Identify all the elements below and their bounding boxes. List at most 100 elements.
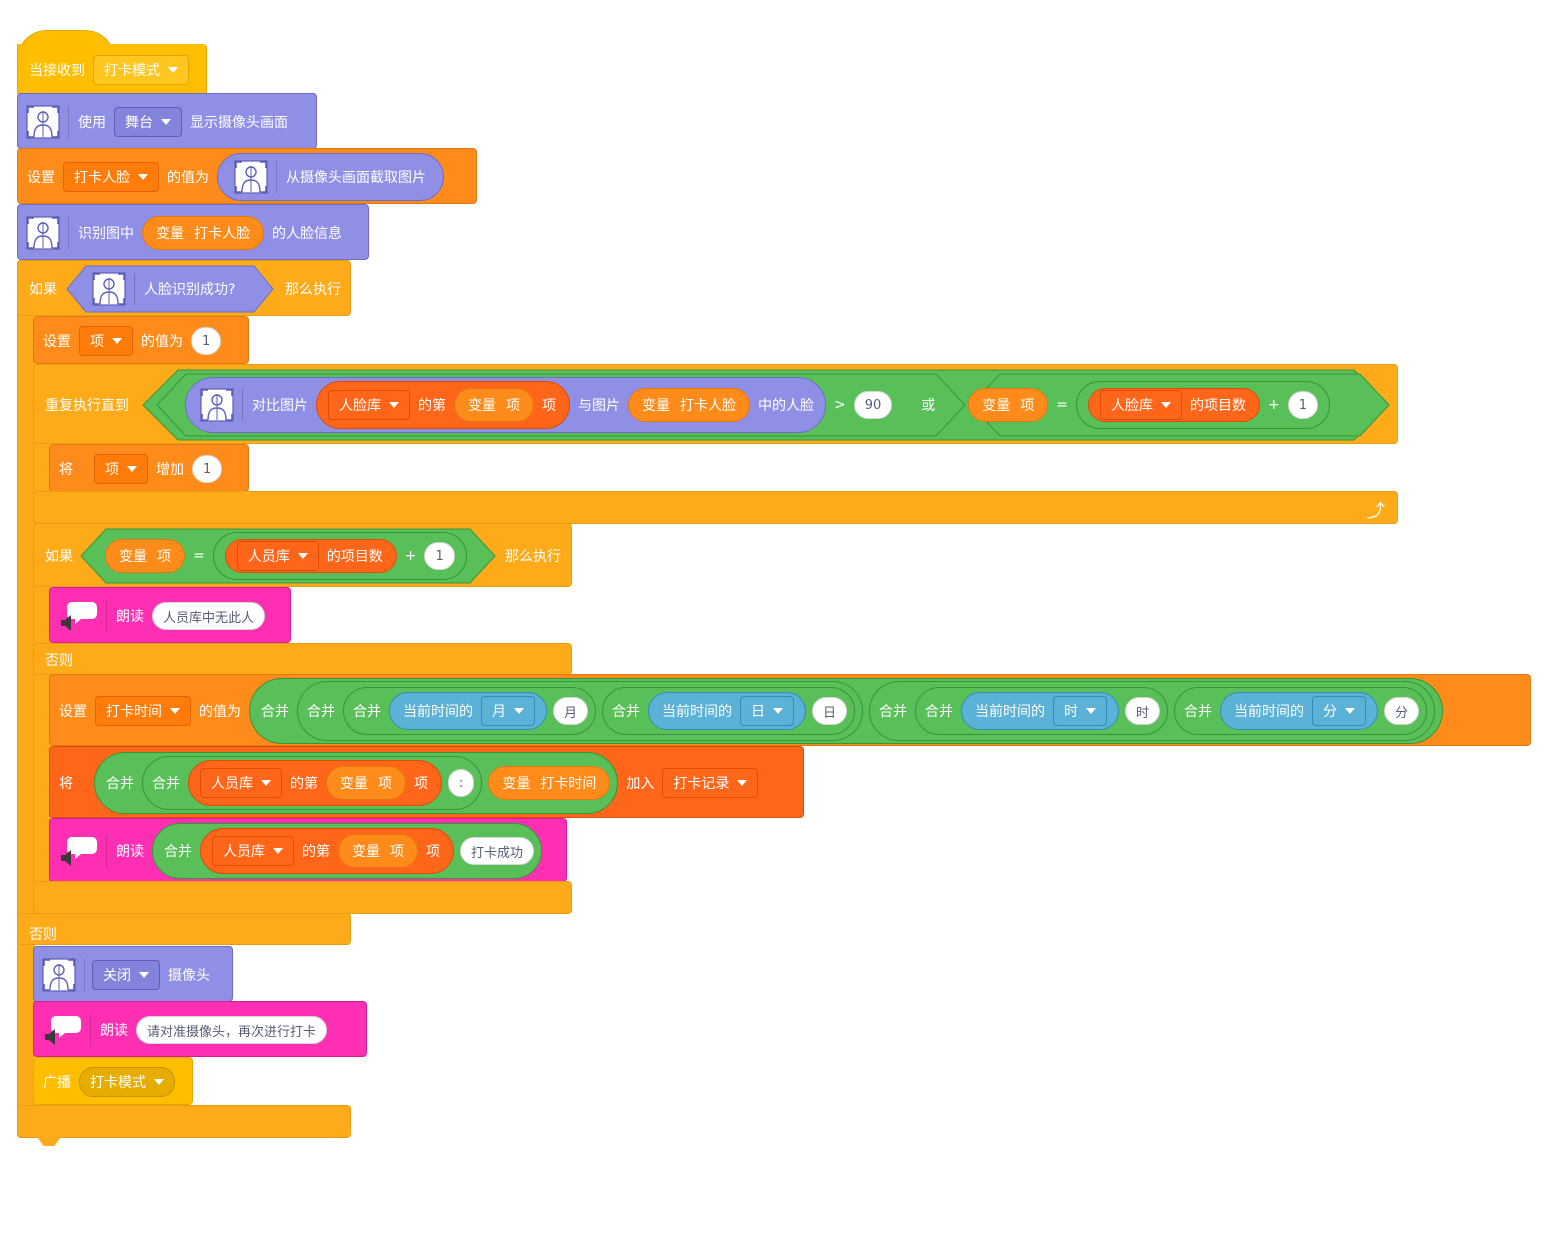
join-reporter[interactable]: 合并 当前时间的 时 时 (915, 687, 1169, 735)
join-reporter[interactable]: 合并 人员库 的第 变量项 项 打卡成功 (152, 823, 543, 879)
speak-block-not-found[interactable]: 朗读 人员库中无此人 (49, 587, 291, 643)
when-receive-label: 当接收到 (29, 63, 85, 79)
message-dropdown[interactable]: 打卡模式 (79, 1067, 175, 1097)
speak-block-success[interactable]: 朗读 合并 人员库 的第 变量项 项 打卡成功 (49, 818, 567, 882)
camera-action-dropdown[interactable]: 关闭 (92, 960, 160, 990)
camera-label: 摄像头 (168, 968, 210, 984)
target-dropdown[interactable]: 舞台 (114, 107, 182, 137)
add-reporter[interactable]: 人脸库 的项目数 + 1 (1076, 381, 1331, 429)
chevron-down-icon (170, 708, 180, 714)
variable-dropdown[interactable]: 打卡人脸 (63, 162, 159, 192)
if-else-outer-header[interactable]: 如果 人脸识别成功? 那么执行 (17, 260, 351, 316)
time-unit-dropdown[interactable]: 月 (481, 696, 535, 726)
variable-reporter[interactable]: 变量打卡时间 (488, 766, 611, 800)
broadcast-block[interactable]: 广播 打卡模式 (33, 1057, 193, 1105)
message-dropdown[interactable]: 打卡模式 (93, 55, 189, 85)
speak-text-input[interactable]: 请对准摄像头，再次进行打卡 (136, 1016, 328, 1044)
use-label: 使用 (78, 115, 106, 131)
if-else-inner-footer (33, 881, 572, 914)
text-input[interactable]: 打卡成功 (460, 837, 535, 865)
time-unit-dropdown[interactable]: 分 (1312, 696, 1367, 726)
recognize-face-block[interactable]: 识别图中 变量打卡人脸 的人脸信息 (17, 204, 369, 260)
chevron-down-icon (127, 466, 137, 472)
speak-block-retry[interactable]: 朗读 请对准摄像头，再次进行打卡 (33, 1001, 367, 1057)
item-suffix-label: 项 (414, 776, 428, 792)
time-unit-dropdown[interactable]: 日 (740, 696, 795, 726)
value-input[interactable]: 1 (191, 327, 222, 355)
variable-reporter[interactable]: 变量打卡人脸 (142, 216, 264, 250)
chevron-down-icon (273, 848, 283, 854)
variable-dropdown[interactable]: 项 (79, 326, 133, 356)
join-reporter[interactable]: 合并 合并 人员库 的第 变量项 项 : 变量打卡时间 (94, 752, 619, 814)
current-time-reporter[interactable]: 当前时间的 日 (648, 692, 807, 730)
if-else-outer-else-bar: 否则 (17, 913, 351, 945)
set-item-block[interactable]: 设置 项 的值为 1 (33, 316, 249, 364)
join-reporter[interactable]: 合并 合并 当前时间的 月 月 合并 当前时间的 日 日 (297, 681, 864, 741)
divider (276, 161, 277, 193)
variable-reporter[interactable]: 变量项 (968, 388, 1049, 422)
variable-reporter[interactable]: 变量打卡人脸 (628, 388, 750, 422)
list-dropdown[interactable]: 人脸库 (1100, 390, 1183, 420)
when-receive-block[interactable]: 当接收到 打卡模式 (17, 44, 207, 96)
join-reporter[interactable]: 合并 当前时间的 分 分 (1174, 687, 1428, 735)
add-reporter[interactable]: 人员库 的项目数 + 1 (212, 532, 467, 580)
list-dropdown[interactable]: 人员库 (236, 541, 319, 571)
current-time-reporter[interactable]: 当前时间的 分 (1220, 692, 1379, 730)
capture-image-reporter[interactable]: 从摄像头画面截取图片 (217, 153, 444, 201)
if-else-inner-header[interactable]: 如果 变量项 = 人员库 的项目数 + 1 那么执行 (33, 523, 572, 587)
speak-text-input[interactable]: 人员库中无此人 (152, 602, 266, 630)
list-length-reporter[interactable]: 人员库 的项目数 (224, 539, 397, 573)
current-time-reporter[interactable]: 当前时间的 时 (961, 692, 1120, 730)
list-item-reporter[interactable]: 人脸库 的第 变量项 项 (316, 381, 570, 429)
set-time-block[interactable]: 设置 打卡时间 的值为 合并 合并 合并 当前时间的 月 月 合并 当前时间的 (49, 674, 1531, 746)
text-input[interactable]: 日 (812, 697, 848, 725)
list-dropdown[interactable]: 人脸库 (328, 390, 410, 420)
chevron-down-icon (168, 67, 178, 73)
join-label: 合并 (925, 704, 954, 720)
text-input[interactable]: 时 (1125, 697, 1161, 725)
number-input[interactable]: 1 (424, 542, 455, 570)
variable-reporter[interactable]: 变量项 (338, 834, 418, 868)
list-dropdown[interactable]: 人员库 (200, 768, 282, 798)
if-else-outer-footer (17, 1105, 351, 1138)
add-to-list-block[interactable]: 将 合并 合并 人员库 的第 变量项 项 : 变量打卡时间 加入 打卡记录 (49, 746, 804, 818)
change-label: 将 (59, 462, 73, 478)
compare-image-reporter[interactable]: 对比图片 人脸库 的第 变量项 项 与图片 变量打卡人脸 中的人脸 (185, 377, 826, 433)
variable-reporter[interactable]: 变量项 (454, 388, 534, 422)
list-dropdown[interactable]: 打卡记录 (662, 768, 759, 798)
text-input[interactable]: : (448, 769, 475, 797)
current-time-reporter[interactable]: 当前时间的 月 (389, 692, 547, 730)
variable-reporter[interactable]: 变量项 (105, 539, 185, 573)
text-input[interactable]: 月 (553, 697, 589, 725)
join-reporter[interactable]: 合并 当前时间的 日 日 (602, 687, 856, 735)
value-input[interactable]: 1 (192, 455, 223, 483)
list-dropdown[interactable]: 人员库 (212, 836, 294, 866)
join-reporter[interactable]: 合并 合并 当前时间的 时 时 合并 当前时间的 分 分 (869, 681, 1436, 741)
threshold-input[interactable]: 90 (853, 391, 893, 419)
equals-condition[interactable]: 变量项 = 人员库 的项目数 + 1 (80, 528, 496, 584)
number-input[interactable]: 1 (1287, 391, 1319, 419)
join-reporter[interactable]: 合并 人员库 的第 变量项 项 : (142, 756, 483, 810)
list-length-reporter[interactable]: 人脸库 的项目数 (1088, 388, 1261, 422)
join-reporter[interactable]: 合并 合并 合并 当前时间的 月 月 合并 当前时间的 日 (249, 678, 1444, 744)
join-label: 合并 (261, 704, 289, 720)
show-camera-label: 显示摄像头画面 (190, 115, 288, 131)
camera-close-block[interactable]: 关闭 摄像头 (33, 946, 233, 1002)
change-item-block[interactable]: 将 项 增加 1 (49, 444, 249, 492)
variable-dropdown[interactable]: 打卡时间 (95, 696, 191, 726)
face-detected-condition[interactable]: 人脸识别成功? (66, 265, 274, 313)
repeat-until-header[interactable]: 重复执行直到 对比图片 人脸库 的第 变量项 项 与图片 变量打卡人脸 中的人脸… (33, 364, 1398, 444)
join-label: 合并 (879, 704, 908, 720)
join-label: 合并 (164, 844, 192, 860)
text-input[interactable]: 分 (1384, 697, 1420, 725)
chevron-down-icon (161, 119, 171, 125)
join-reporter[interactable]: 合并 当前时间的 月 月 (343, 687, 597, 735)
list-item-reporter[interactable]: 人员库 的第 变量项 项 (200, 828, 454, 874)
variable-reporter[interactable]: 变量项 (326, 766, 406, 800)
camera-show-block[interactable]: 使用 舞台 显示摄像头画面 (17, 93, 317, 149)
set-face-var-block[interactable]: 设置 打卡人脸 的值为 从摄像头画面截取图片 (17, 148, 477, 204)
divider (106, 835, 107, 867)
list-item-reporter[interactable]: 人员库 的第 变量项 项 (188, 760, 442, 806)
time-unit-dropdown[interactable]: 时 (1053, 696, 1108, 726)
variable-dropdown[interactable]: 项 (94, 454, 148, 484)
